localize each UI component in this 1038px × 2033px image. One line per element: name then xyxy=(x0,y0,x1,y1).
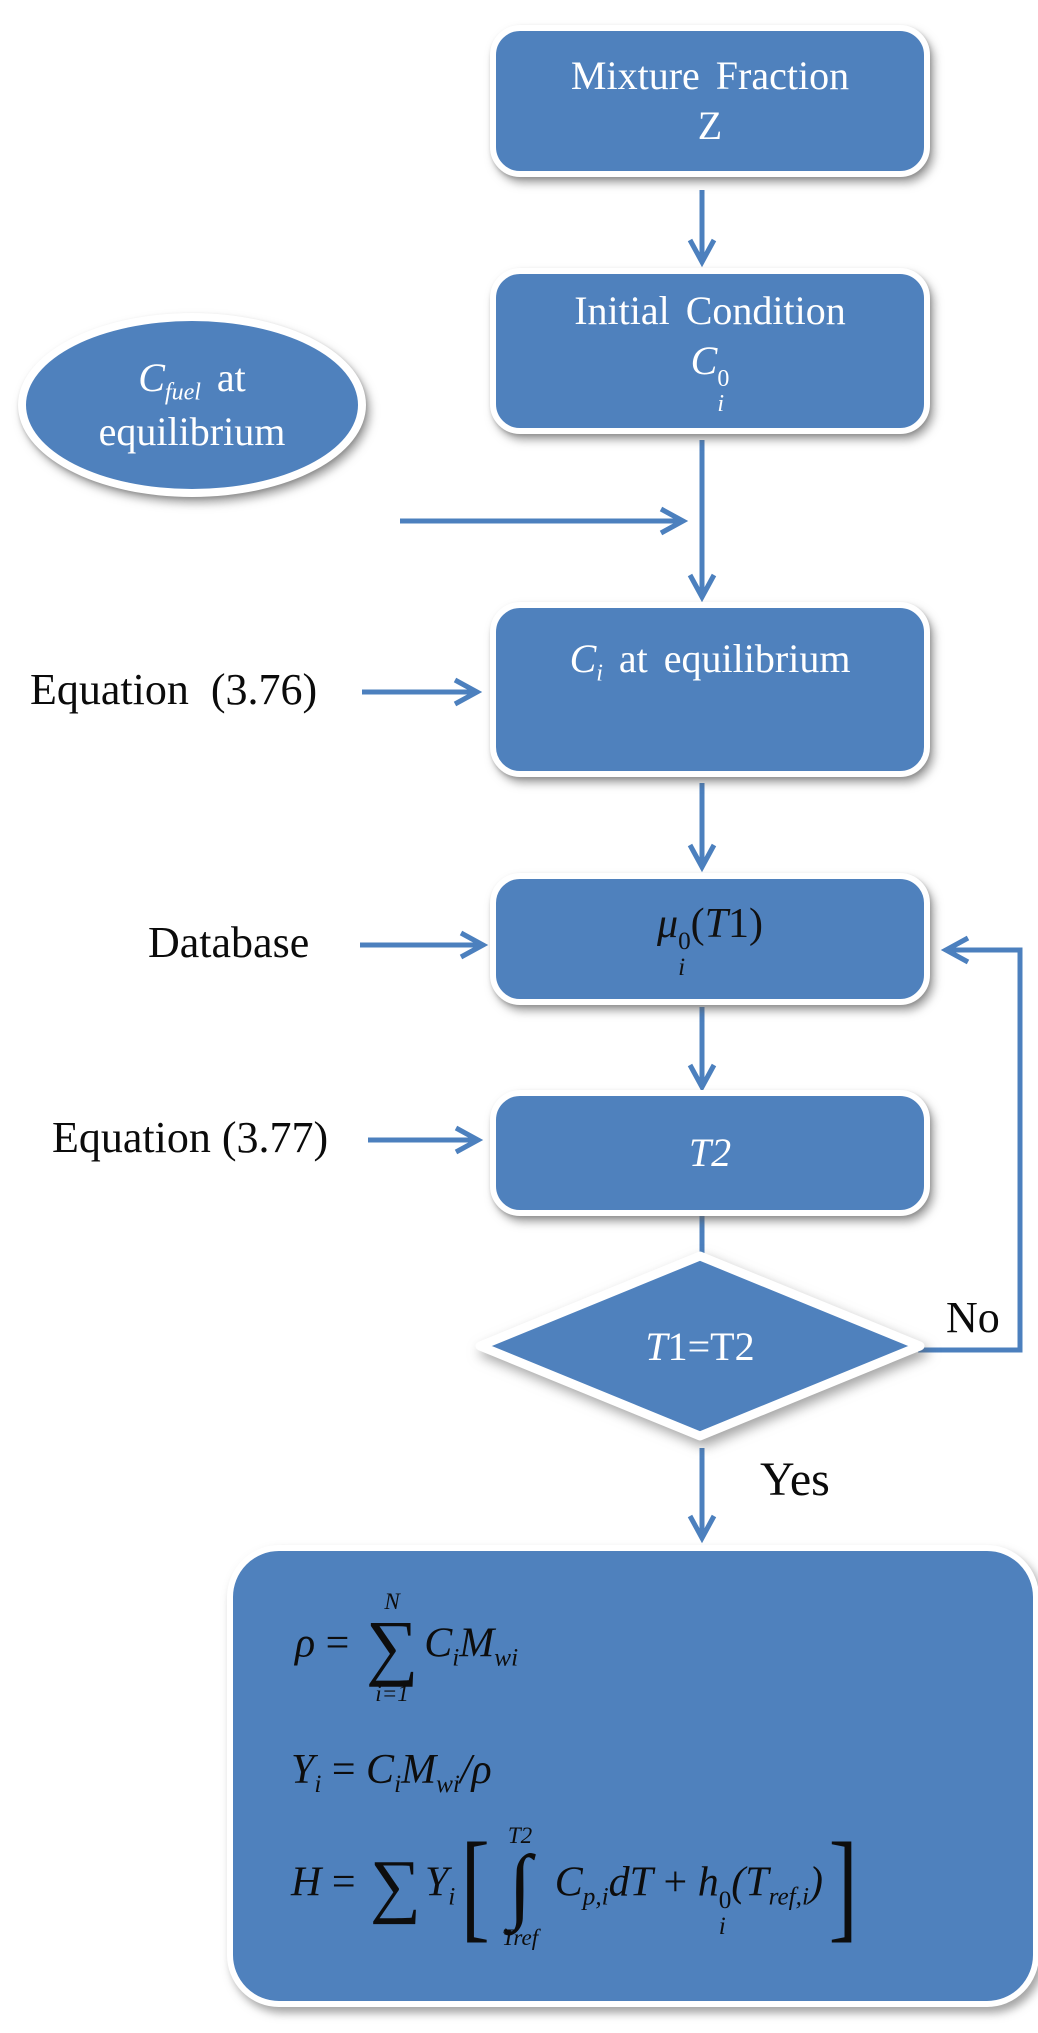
t2-formula: T2 xyxy=(688,1130,732,1175)
ci-formula: Ci at equilibrium xyxy=(569,636,851,687)
initial-line1: Initial Condition xyxy=(574,288,846,334)
equation-mass-fraction: Yi = CiMwi/ρ xyxy=(291,1747,492,1798)
label-no: No xyxy=(946,1293,1000,1342)
mixture-line1: Mixture Fraction xyxy=(570,53,850,98)
decision-formula: T 1=T2 xyxy=(645,1323,755,1369)
flow-node-t2: T2 xyxy=(490,1090,930,1216)
flow-node-mixture-fraction: Mixture Fraction Z xyxy=(490,25,930,177)
label-equation-376: Equation (3.76) xyxy=(30,665,318,714)
label-database: Database xyxy=(148,918,310,967)
fuel-line2: equilibrium xyxy=(98,409,286,455)
flow-node-cfuel-equilibrium: Cfuel at equilibrium xyxy=(18,313,366,497)
label-equation-377: Equation (3.77) xyxy=(52,1113,329,1162)
mixture-line2: Z xyxy=(697,103,723,148)
decision-diamond-shape xyxy=(475,1251,925,1441)
fuel-line1: Cfuel at xyxy=(138,354,246,406)
flow-node-decision: T 1=T2 xyxy=(472,1248,928,1444)
flow-node-ci-equilibrium: Ci at equilibrium xyxy=(490,602,930,777)
label-yes: Yes xyxy=(760,1453,830,1506)
connector-no-feedback xyxy=(918,935,1023,1353)
